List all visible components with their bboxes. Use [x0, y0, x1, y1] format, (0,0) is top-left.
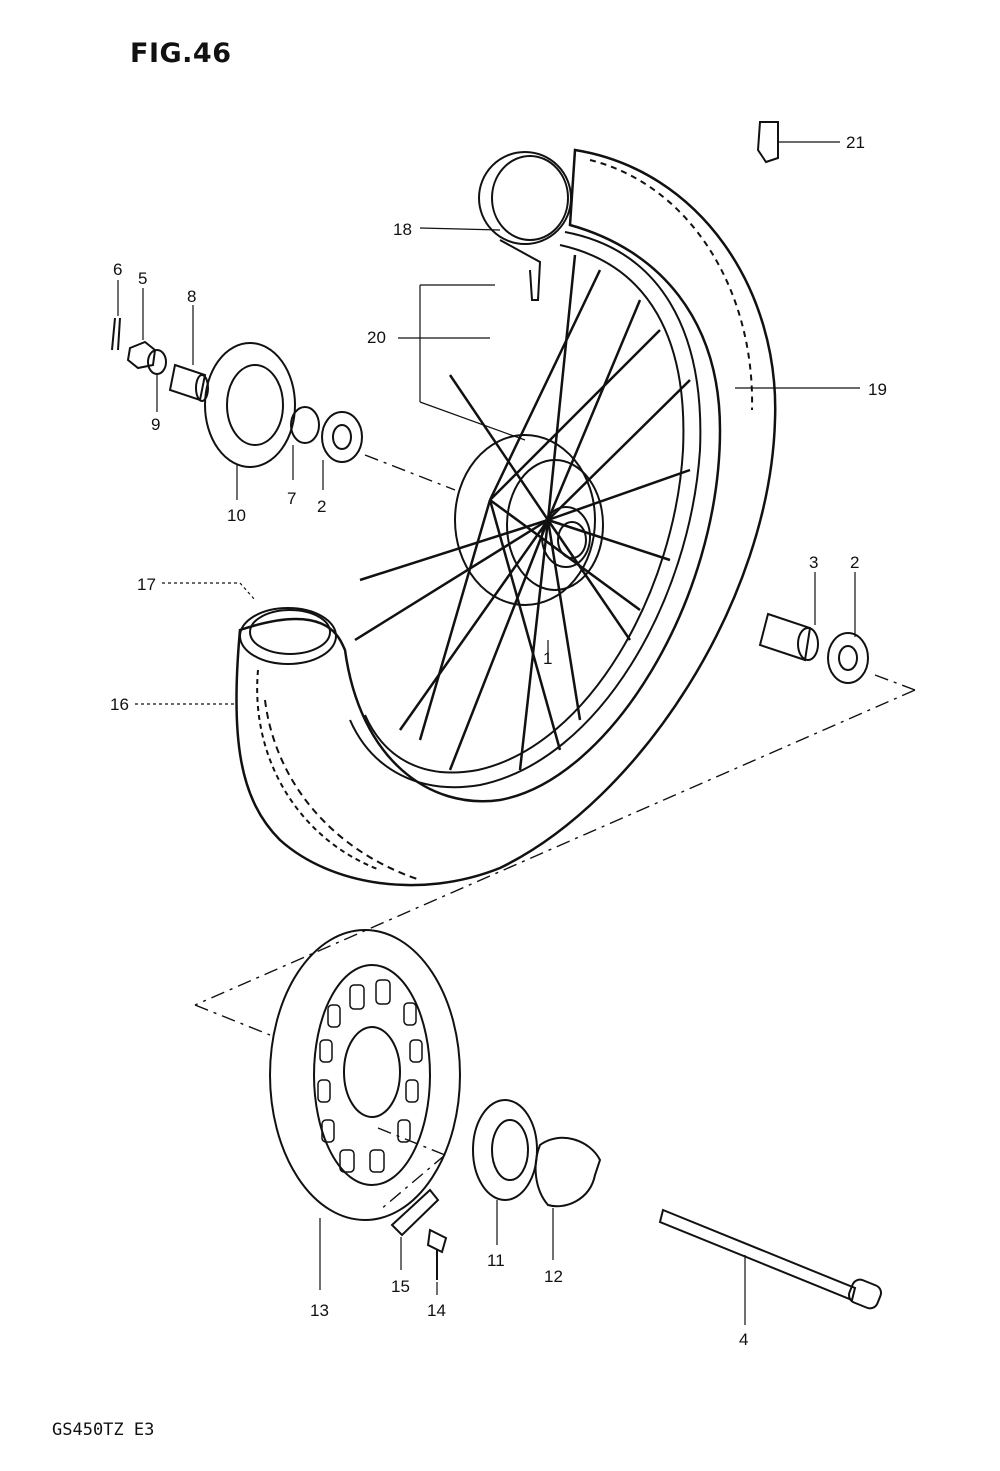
callout-16: 16 [110, 695, 129, 714]
rim-19 [349, 231, 702, 789]
callout-9: 9 [151, 415, 160, 434]
callout-17: 17 [137, 575, 156, 594]
figure-title: FIG.46 [130, 38, 232, 69]
tire-end-top [478, 151, 572, 245]
left-hub-parts [111, 317, 363, 468]
callout-13: 13 [310, 1301, 329, 1320]
callout-15: 15 [391, 1277, 410, 1296]
bolt-14 [426, 1228, 448, 1280]
callout-18: 18 [393, 220, 412, 239]
callout-12: 12 [544, 1267, 563, 1286]
gear-box-retainer-11 [472, 1099, 538, 1201]
spacer-3 [758, 612, 812, 662]
callout-1: 1 [543, 649, 552, 668]
washer-9 [147, 349, 167, 375]
spokes-20 [354, 254, 691, 771]
callout-6: 6 [113, 260, 122, 279]
speedometer-gearbox-12 [534, 1136, 602, 1208]
callout-3: 3 [809, 553, 818, 572]
tire-end-bottom [239, 607, 337, 665]
valve-cap-21 [756, 121, 779, 164]
cotter-pin-6 [111, 317, 121, 351]
callout-2-right: 2 [850, 553, 859, 572]
nut-5 [126, 340, 157, 370]
front-wheel-assembly [235, 148, 777, 887]
valve-18 [499, 239, 542, 301]
bearing-2-right [827, 632, 869, 684]
brake-plate-10 [204, 342, 296, 468]
spacer-8 [168, 363, 207, 402]
right-hub-parts [758, 612, 869, 684]
callout-21: 21 [846, 133, 865, 152]
hub [454, 434, 596, 606]
brake-disc-13 [269, 929, 461, 1221]
callout-2-left: 2 [317, 497, 326, 516]
callout-5: 5 [138, 269, 147, 288]
callout-20: 20 [367, 328, 386, 347]
callout-4: 4 [739, 1330, 748, 1349]
bearing-2-left [321, 411, 363, 463]
callout-labels: 1 2 2 3 4 5 6 7 8 9 10 11 12 13 14 15 16… [110, 133, 887, 1349]
lock-washer-15 [390, 1188, 440, 1237]
callout-8: 8 [187, 287, 196, 306]
axle-4 [658, 1208, 882, 1310]
callout-7: 7 [287, 489, 296, 508]
model-code-label: GS450TZ E3 [52, 1420, 155, 1440]
tire-16 [235, 148, 777, 887]
callout-14: 14 [427, 1301, 446, 1320]
callout-19: 19 [868, 380, 887, 399]
callout-11: 11 [487, 1251, 505, 1270]
spacer-7 [290, 406, 320, 444]
callout-10: 10 [227, 506, 246, 525]
